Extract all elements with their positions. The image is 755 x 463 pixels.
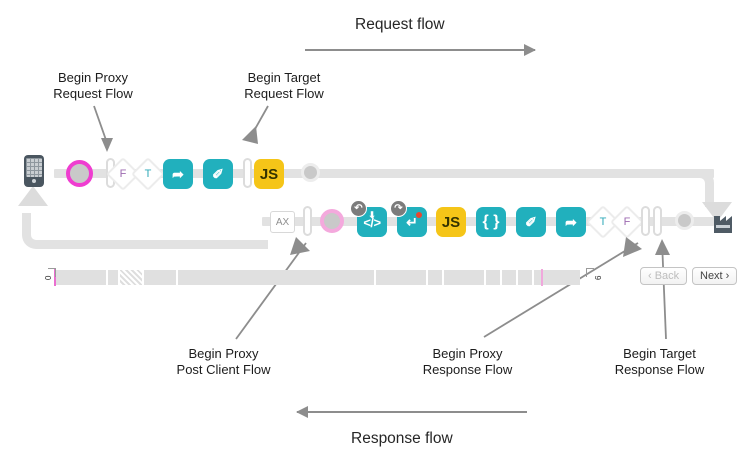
- arrow-shaft: [305, 49, 535, 51]
- request-flow-rail: [54, 169, 714, 178]
- target-request-boundary-bar[interactable]: [243, 158, 252, 188]
- timeline-segment[interactable]: [518, 270, 532, 285]
- timeline-segment[interactable]: [376, 270, 426, 285]
- assign-message-icon: ➦: [565, 214, 577, 230]
- timeline-segment[interactable]: [108, 270, 118, 285]
- phone-home-button: [32, 179, 36, 183]
- code-brackets-icon: </>: [363, 214, 381, 230]
- request-flow-title: Request flow: [355, 16, 445, 33]
- callout-begin-proxy-request: Begin Proxy Request Flow: [43, 70, 143, 102]
- proxy-post-client-marker[interactable]: [320, 209, 344, 233]
- rail-turn-to-client: [22, 213, 62, 249]
- extract-variables-policy-response[interactable]: ✐: [516, 207, 546, 237]
- proxy-response-boundary-bar[interactable]: [641, 206, 650, 236]
- response-rail-return: [58, 240, 268, 249]
- javascript-policy-response[interactable]: JS: [436, 207, 466, 237]
- callout-line-2: Response Flow: [422, 362, 513, 377]
- response-flow-direction-arrow: [296, 406, 527, 418]
- callout-line-2: Request Flow: [244, 86, 324, 101]
- timeline-segment[interactable]: [428, 270, 442, 285]
- rail-arrow-up-icon: [18, 186, 48, 206]
- conditional-false-label: F: [119, 168, 127, 180]
- conditional-true-response-label: T: [599, 216, 607, 228]
- callout-begin-proxy-post-client: Begin Proxy Post Client Flow: [166, 346, 281, 378]
- response-end-marker[interactable]: [675, 211, 694, 230]
- conditional-false-response-label: F: [623, 216, 631, 228]
- extract-variables-policy[interactable]: ✐: [203, 159, 233, 189]
- callout-begin-target-response: Begin Target Response Flow: [602, 346, 717, 378]
- analytics-node[interactable]: AX: [270, 211, 295, 233]
- callout-line-2: Post Client Flow: [176, 362, 271, 377]
- phone-screen: [26, 158, 42, 177]
- timeline-segment[interactable]: [178, 270, 374, 285]
- pointer-begin-proxy-post-client: [230, 237, 320, 343]
- timeline-segment[interactable]: [486, 270, 500, 285]
- timeline-segment[interactable]: [54, 270, 106, 285]
- pointer-begin-target-request: [240, 105, 280, 154]
- target-server-factory-icon: [712, 208, 742, 234]
- response-flow-title: Response flow: [351, 430, 453, 447]
- pointer-begin-proxy-response: [478, 237, 648, 343]
- callout-line-1: Begin Proxy: [432, 346, 503, 361]
- proxy-request-start-marker[interactable]: [66, 160, 93, 187]
- request-end-marker[interactable]: [301, 163, 320, 182]
- loop-icon: ↶: [350, 200, 367, 217]
- timeline-marker-elbow: [586, 268, 594, 277]
- request-flow-direction-arrow: [305, 44, 536, 56]
- timeline-marker-elbow: [48, 268, 56, 277]
- rail-turn-to-target: [678, 169, 714, 207]
- timeline-segment-hatched[interactable]: [120, 270, 142, 285]
- timeline-tick-start: [54, 269, 56, 286]
- assign-message-icon: ➦: [172, 166, 184, 182]
- next-button[interactable]: Next ›: [692, 267, 738, 285]
- timeline-segment[interactable]: [444, 270, 484, 285]
- callout-begin-target-request: Begin Target Request Flow: [234, 70, 334, 102]
- callout-line-1: Begin Target: [247, 70, 321, 85]
- conditional-true-label: T: [144, 168, 152, 180]
- arrow-shaft: [297, 411, 527, 413]
- timeline-marker-end: 6: [586, 268, 603, 280]
- down-arrow-icon: ⬇: [368, 210, 376, 220]
- loop-icon: ↷: [390, 200, 407, 217]
- json-threat-protection-policy[interactable]: { }: [476, 207, 506, 237]
- js-label: JS: [259, 165, 279, 183]
- pencil-icon: ✐: [212, 166, 224, 182]
- analytics-label: AX: [275, 216, 290, 228]
- pointer-begin-proxy-request: [92, 105, 122, 154]
- callout-begin-proxy-response: Begin Proxy Response Flow: [410, 346, 525, 378]
- raise-fault-policy[interactable]: ↷ ↵: [390, 200, 427, 237]
- callout-line-1: Begin Target: [623, 346, 696, 361]
- javascript-policy-request[interactable]: JS: [254, 159, 284, 189]
- assign-message-policy[interactable]: ➦: [163, 159, 193, 189]
- arrow-head-left-icon: [296, 406, 308, 418]
- callout-line-2: Response Flow: [614, 362, 705, 377]
- timeline-strip[interactable]: [54, 269, 690, 286]
- timeline-segment[interactable]: [534, 270, 580, 285]
- callout-line-1: Begin Proxy: [188, 346, 259, 361]
- timeline-tick-end: [541, 269, 543, 286]
- arrow-head-right-icon: [524, 44, 536, 56]
- curved-arrow-icon: ↵: [406, 214, 418, 230]
- callout-line-2: Request Flow: [53, 86, 133, 101]
- pointer-begin-target-response: [650, 237, 680, 343]
- fault-indicator-dot: [416, 212, 422, 218]
- callout-line-1: Begin Proxy: [57, 70, 129, 85]
- timeline-segment[interactable]: [502, 270, 516, 285]
- pencil-icon: ✐: [525, 214, 537, 230]
- timeline-marker-start: 0: [44, 268, 56, 280]
- curly-braces-icon: { }: [482, 213, 500, 230]
- xml-to-json-policy[interactable]: ↶ ⬇ </>: [350, 200, 387, 237]
- js-label: JS: [441, 213, 461, 231]
- post-client-boundary-bar[interactable]: [303, 206, 312, 236]
- back-button[interactable]: ‹ Back: [640, 267, 688, 285]
- assign-message-policy-response[interactable]: ➦: [556, 207, 586, 237]
- mobile-phone-icon: [24, 155, 44, 187]
- target-response-boundary-bar[interactable]: [653, 206, 662, 236]
- timeline-segment[interactable]: [144, 270, 176, 285]
